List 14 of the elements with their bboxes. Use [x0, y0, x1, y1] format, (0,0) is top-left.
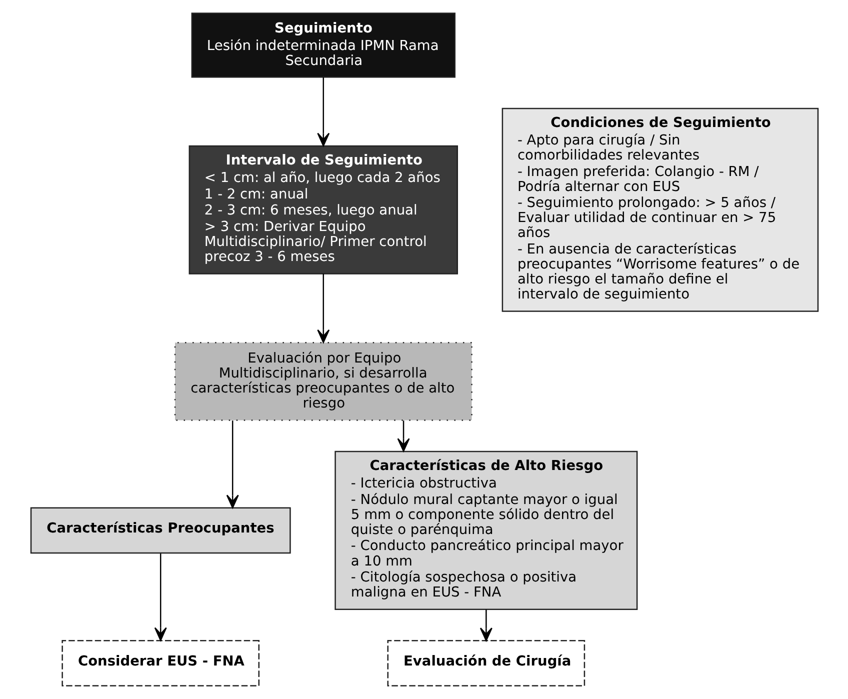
node-box: Evaluación de Cirugía: [386, 640, 585, 686]
node-box: Condiciones de Seguimiento - Apto para cirugía / Sin comorbilidades relevantes - Imagen preferida: Colangio - RM / Podría alternar con EUS - Seguimiento prolongado: > 5 años / Evaluar utilidad de continuar en > 75 años - En ausencia de características preocupantes “Worrisome features” o de alto riesgo el tamaño define el intervalo de seguimiento: [501, 108, 818, 312]
node-box: Seguimiento Lesión indeterminada IPMN Rama Secundaria: [190, 12, 455, 78]
node-box: Características Preocupantes: [30, 507, 290, 554]
arrow: [316, 274, 330, 344]
node-box: Considerar EUS - FNA: [61, 640, 260, 686]
arrow: [226, 420, 238, 508]
arrow: [396, 420, 410, 452]
node-box: Características de Alto Riesgo - Ictericia obstructiva - Nódulo mural captante mayor o igual 5 mm o componente sólido dentro del quiste o parénquima - Conducto pancreático principal mayor a 10 mm - Citología sospechosa o positiva maligna en EUS - FNA: [334, 450, 638, 610]
arrow: [316, 77, 330, 146]
node-box: Intervalo de Seguimiento < 1 cm: al año, luego cada 2 años 1 - 2 cm: anual 2 - 3 cm: 6 meses, luego anual > 3 cm: Derivar Equipo Multidisciplinario/ Primer control precoz 3 - 6 meses: [188, 145, 458, 274]
arrow: [154, 554, 166, 641]
arrow: [479, 610, 492, 642]
node-box: Evaluación por Equipo Multidisciplinario, si desarrolla características preocupantes o de alto riesgo: [174, 342, 472, 421]
